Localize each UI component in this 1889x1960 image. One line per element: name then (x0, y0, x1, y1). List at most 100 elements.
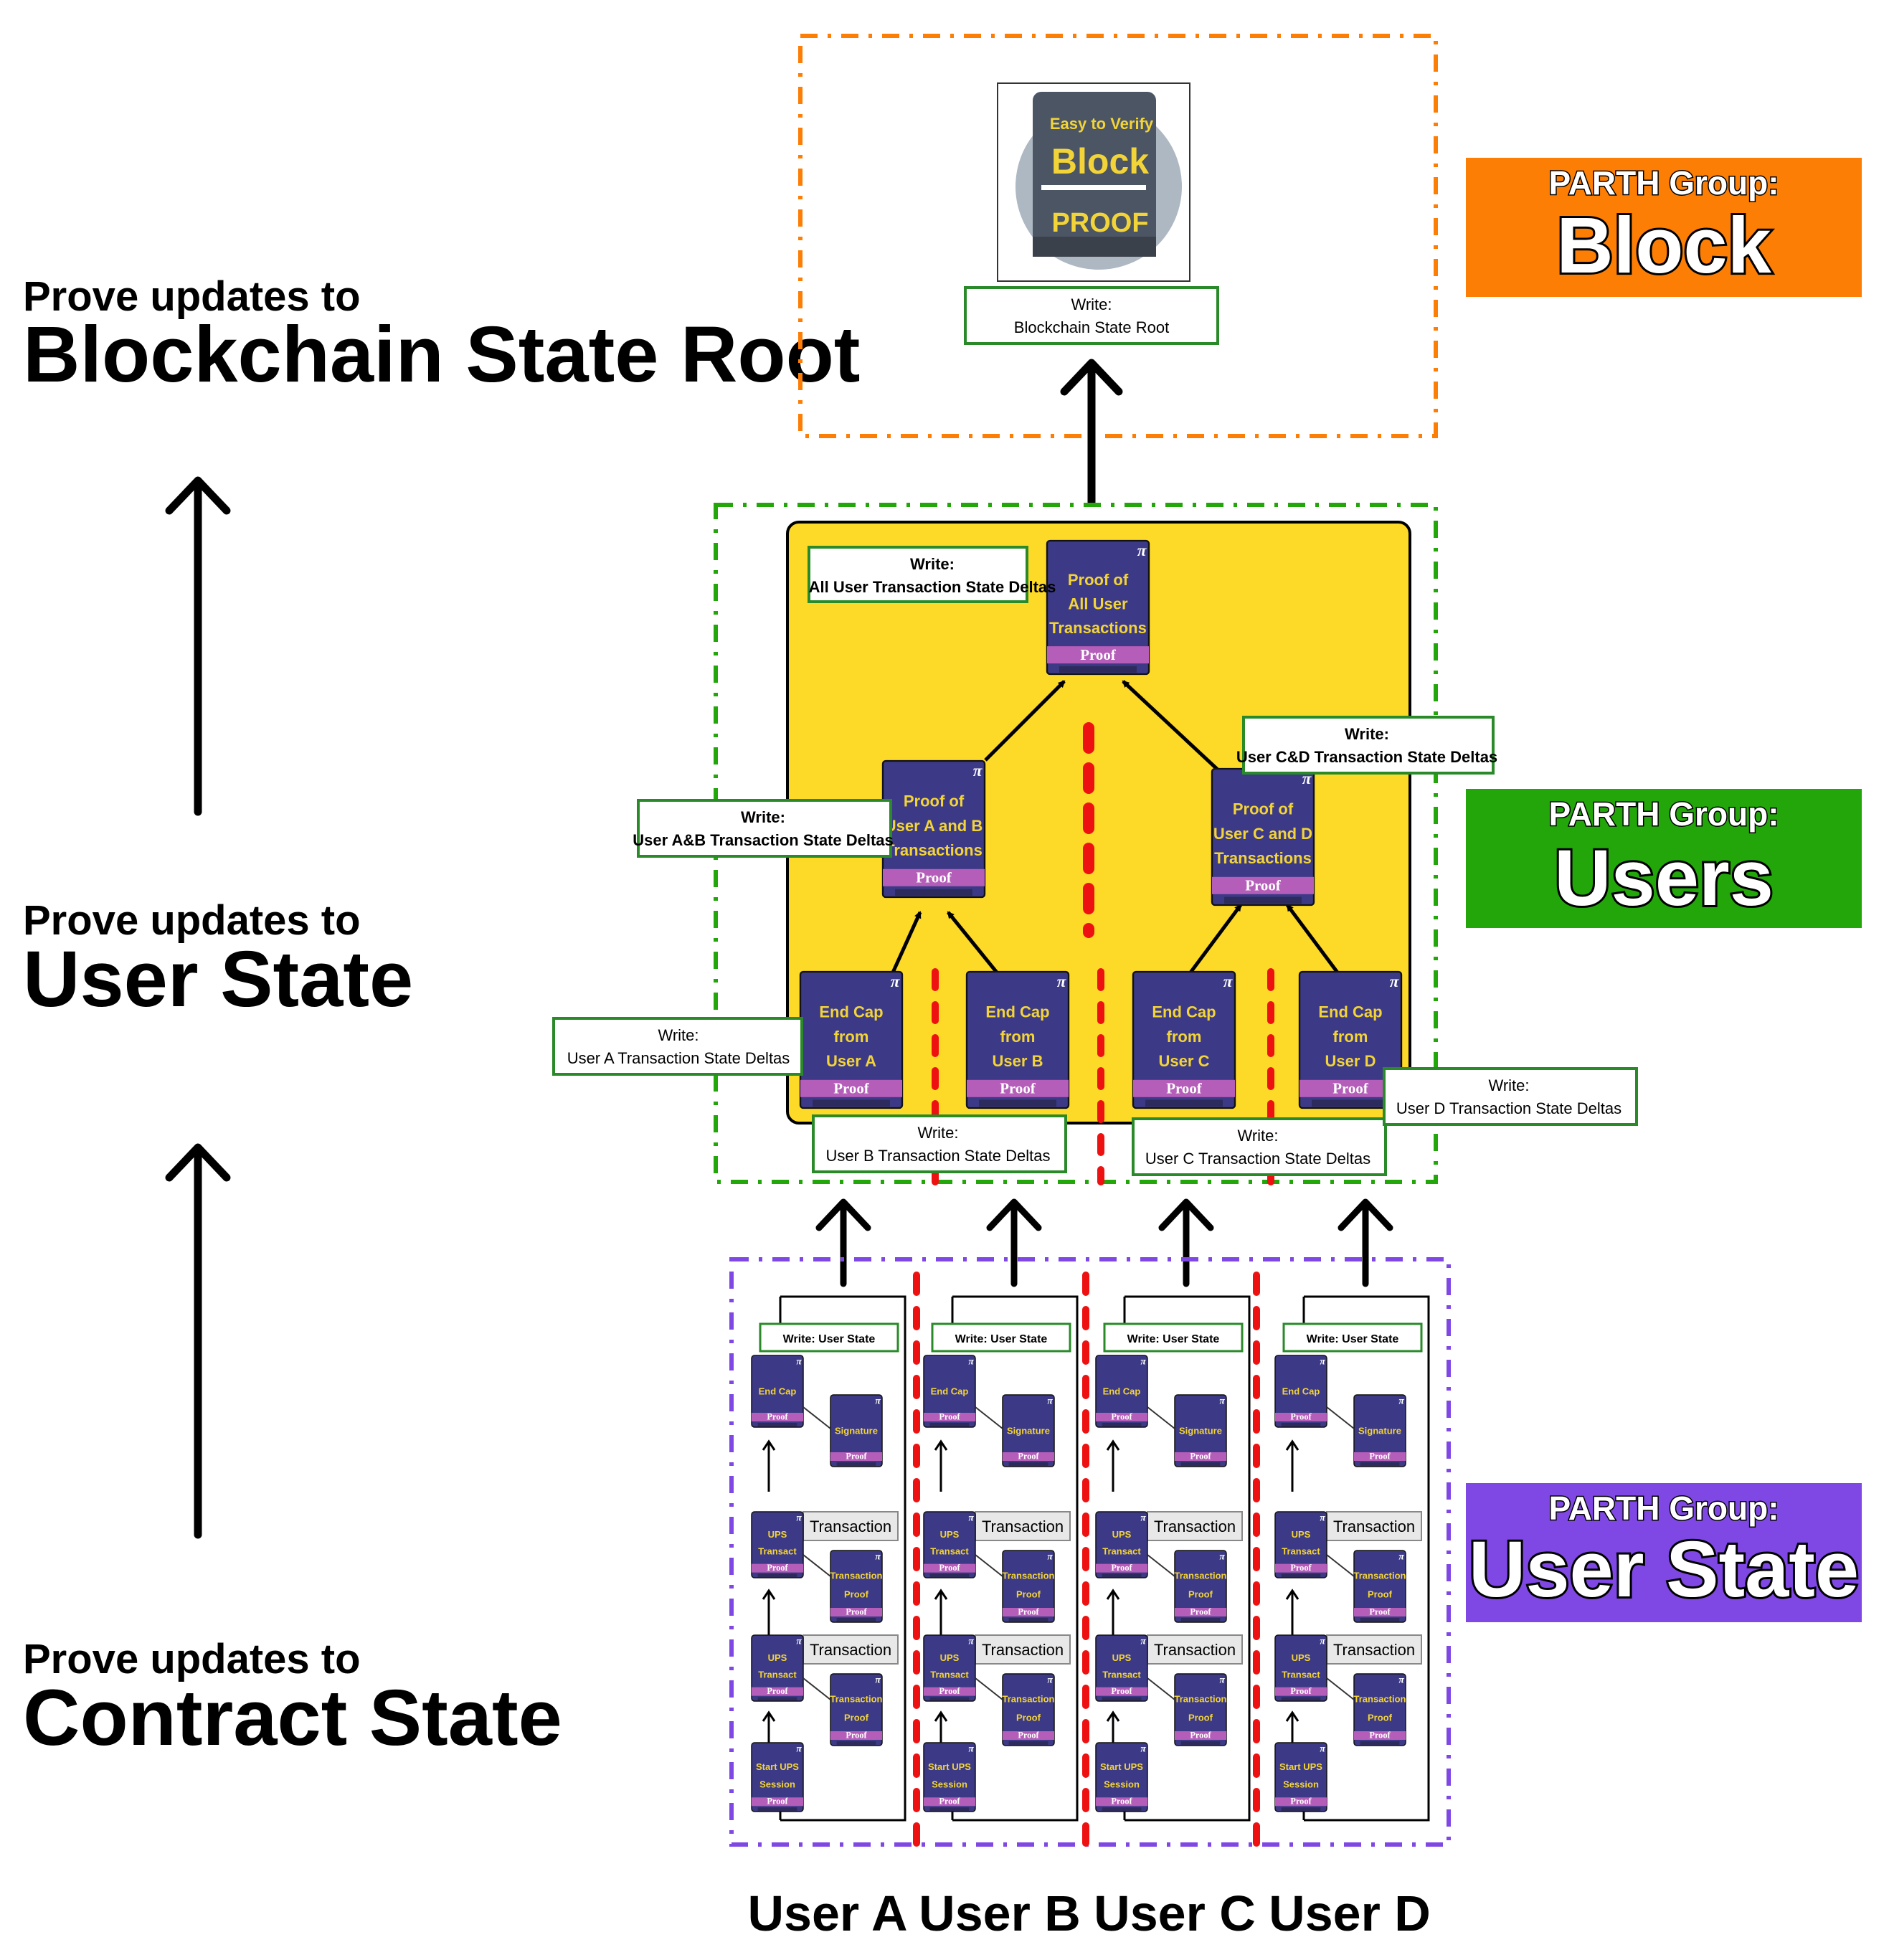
pi-icon: π (968, 1512, 974, 1523)
proof-label: Proof (1111, 1411, 1132, 1421)
pi-icon: π (968, 1355, 974, 1366)
level-contract-title: Contract State (23, 1674, 562, 1762)
proof-label: Proof (1190, 1730, 1211, 1740)
proof-label: Proof (939, 1796, 960, 1807)
pi-icon: π (1137, 541, 1147, 559)
pi-icon: π (1223, 972, 1234, 990)
pi-icon: π (1219, 1551, 1225, 1561)
group-users-name: Users (1554, 834, 1774, 922)
pi-icon: π (1320, 1743, 1325, 1753)
proof-text: from (834, 1028, 869, 1046)
proof-text: User A (826, 1052, 876, 1070)
svg-text:Write:: Write: (1237, 1127, 1278, 1145)
proof-text: End Cap (1152, 1003, 1216, 1021)
pi-icon: π (796, 1635, 802, 1646)
transaction-text: Transaction (810, 1518, 891, 1535)
level-block: Prove updates to Blockchain State Root (23, 273, 860, 399)
proof-text: End Cap (985, 1003, 1049, 1021)
write-user-state: Write: User State (1103, 1322, 1244, 1353)
proof-text: Proof (1016, 1589, 1041, 1600)
write-all: Write: All User Transaction State Deltas (808, 546, 1056, 603)
proof-text: Transactions (885, 841, 983, 859)
proof-label: Proof (916, 869, 952, 886)
pi-icon: π (1140, 1743, 1146, 1753)
group-user-state-prefix: PARTH Group: (1548, 1490, 1779, 1527)
pi-icon: π (1320, 1355, 1325, 1366)
pi-icon: π (968, 1635, 974, 1646)
write-user-state: Write: User State (931, 1322, 1071, 1353)
proof-text: from (1000, 1028, 1036, 1046)
user-state-group-boundary (729, 1257, 1451, 1847)
proof-text: UPS (1292, 1529, 1311, 1540)
proof-text: Proof of (1068, 571, 1129, 589)
proof-text: Transact (930, 1670, 969, 1680)
proof-label: Proof (1369, 1451, 1391, 1461)
proof-text: Transaction (1003, 1571, 1055, 1581)
proof-label: Proof (1080, 646, 1117, 663)
block-group-boundary (798, 34, 1438, 438)
left-arrow-upper (165, 476, 231, 816)
pi-icon: π (1219, 1674, 1225, 1685)
level-block-prefix: Prove updates to (23, 273, 361, 320)
pi-icon: π (796, 1512, 802, 1523)
proof-text: End Cap (759, 1386, 797, 1397)
proof-label: Proof (767, 1563, 788, 1573)
write-cd: Write: User C&D Transaction State Deltas (1236, 716, 1497, 775)
proof-text: End Cap (1103, 1386, 1141, 1397)
proof-text: Start UPS (1279, 1761, 1322, 1772)
write-user-state: Write: User State (1282, 1322, 1423, 1353)
pi-icon: π (1398, 1551, 1404, 1561)
proof-text: Proof of (904, 792, 965, 810)
proof-text: End Cap (819, 1003, 883, 1021)
write-user-state-text: Write: User State (783, 1333, 876, 1345)
transaction-text: Transaction (982, 1518, 1064, 1535)
proof-text: Proof (844, 1713, 869, 1723)
level-contract: Prove updates to Contract State (23, 1636, 562, 1762)
transaction-text: Transaction (810, 1641, 891, 1659)
pi-icon: π (891, 972, 901, 990)
level-users: Prove updates to User State (23, 897, 413, 1023)
transaction-text: Transaction (1154, 1641, 1236, 1659)
proof-label: Proof (939, 1563, 960, 1573)
proof-label: Proof (767, 1796, 788, 1807)
proof-text: UPS (768, 1529, 787, 1540)
pi-icon: π (1047, 1395, 1053, 1406)
svg-text:User B Transaction State Delta: User B Transaction State Deltas (825, 1147, 1050, 1165)
group-user-state-name: User State (1469, 1525, 1859, 1614)
pi-icon: π (1140, 1635, 1146, 1646)
proof-label: Proof (1290, 1686, 1312, 1696)
pi-icon: π (875, 1395, 881, 1406)
proof-label: Proof (1000, 1080, 1036, 1097)
proof-text: User B (993, 1052, 1043, 1070)
user-label-b: User B (919, 1885, 1081, 1941)
block-icon-line1: Easy to Verify (1050, 115, 1154, 133)
proof-label: Proof (1190, 1606, 1211, 1616)
transaction-text: Transaction (1333, 1641, 1415, 1659)
pi-icon: π (1047, 1551, 1053, 1561)
group-badge-user-state: PARTH Group: User State (1466, 1483, 1862, 1622)
proof-text: Proof (844, 1589, 869, 1600)
proof-text: End Cap (931, 1386, 969, 1397)
svg-text:User A Transaction State Delta: User A Transaction State Deltas (567, 1049, 790, 1067)
proof-text: Session (759, 1779, 795, 1790)
transaction-label: Transaction (803, 1511, 899, 1541)
proof-text: User D (1325, 1052, 1376, 1070)
proof-text: Signature (835, 1426, 878, 1436)
write-user-state-text: Write: User State (1127, 1333, 1220, 1345)
proof-text: Transaction (1175, 1571, 1227, 1581)
proof-text: End Cap (1318, 1003, 1382, 1021)
level-users-prefix: Prove updates to (23, 897, 361, 944)
proof-text: Session (1104, 1779, 1140, 1790)
proof-label: Proof (1018, 1606, 1039, 1616)
svg-text:Write:: Write: (1488, 1076, 1529, 1094)
